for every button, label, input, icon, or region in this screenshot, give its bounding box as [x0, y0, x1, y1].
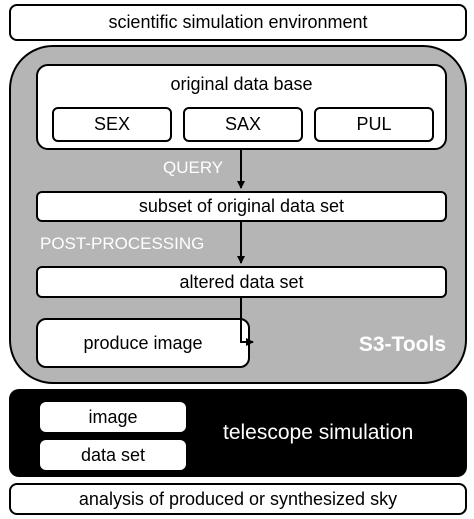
database-sex-label: SEX	[93, 114, 131, 134]
altered-label: altered data set	[179, 271, 304, 292]
scientific-simulation-environment-box: scientific simulation environment	[9, 4, 467, 41]
bottom-bar-label: analysis of produced or synthesized sky	[78, 488, 398, 509]
sky-analysis-box: analysis of produced or synthesized sky	[9, 483, 467, 515]
image-box: image	[40, 402, 186, 432]
database-pul-box: PUL	[314, 107, 434, 142]
database-pul-label: PUL	[356, 114, 392, 134]
produce-label: produce image	[83, 332, 203, 353]
data-set-box: data set	[40, 440, 186, 470]
query-label: QUERY	[163, 158, 224, 177]
post-processing-label: POST-PROCESSING	[40, 234, 205, 253]
telescope-simulation-label: telescope simulation	[223, 421, 414, 444]
altered-data-set-box: altered data set	[36, 266, 447, 298]
database-sax-box: SAX	[183, 107, 303, 142]
produce-image-box: produce image	[36, 318, 250, 368]
s3-tools-label: S3-Tools	[358, 333, 446, 356]
database-title: original data base	[170, 74, 313, 94]
image-label: image	[88, 406, 138, 427]
subset-box: subset of original data set	[36, 191, 447, 222]
data-set-label: data set	[80, 444, 146, 465]
top-bar-label: scientific simulation environment	[108, 12, 368, 32]
produce-image-arrow	[240, 298, 254, 346]
subset-label: subset of original data set	[138, 196, 345, 216]
database-sax-label: SAX	[224, 114, 262, 134]
database-sex-box: SEX	[52, 107, 172, 142]
